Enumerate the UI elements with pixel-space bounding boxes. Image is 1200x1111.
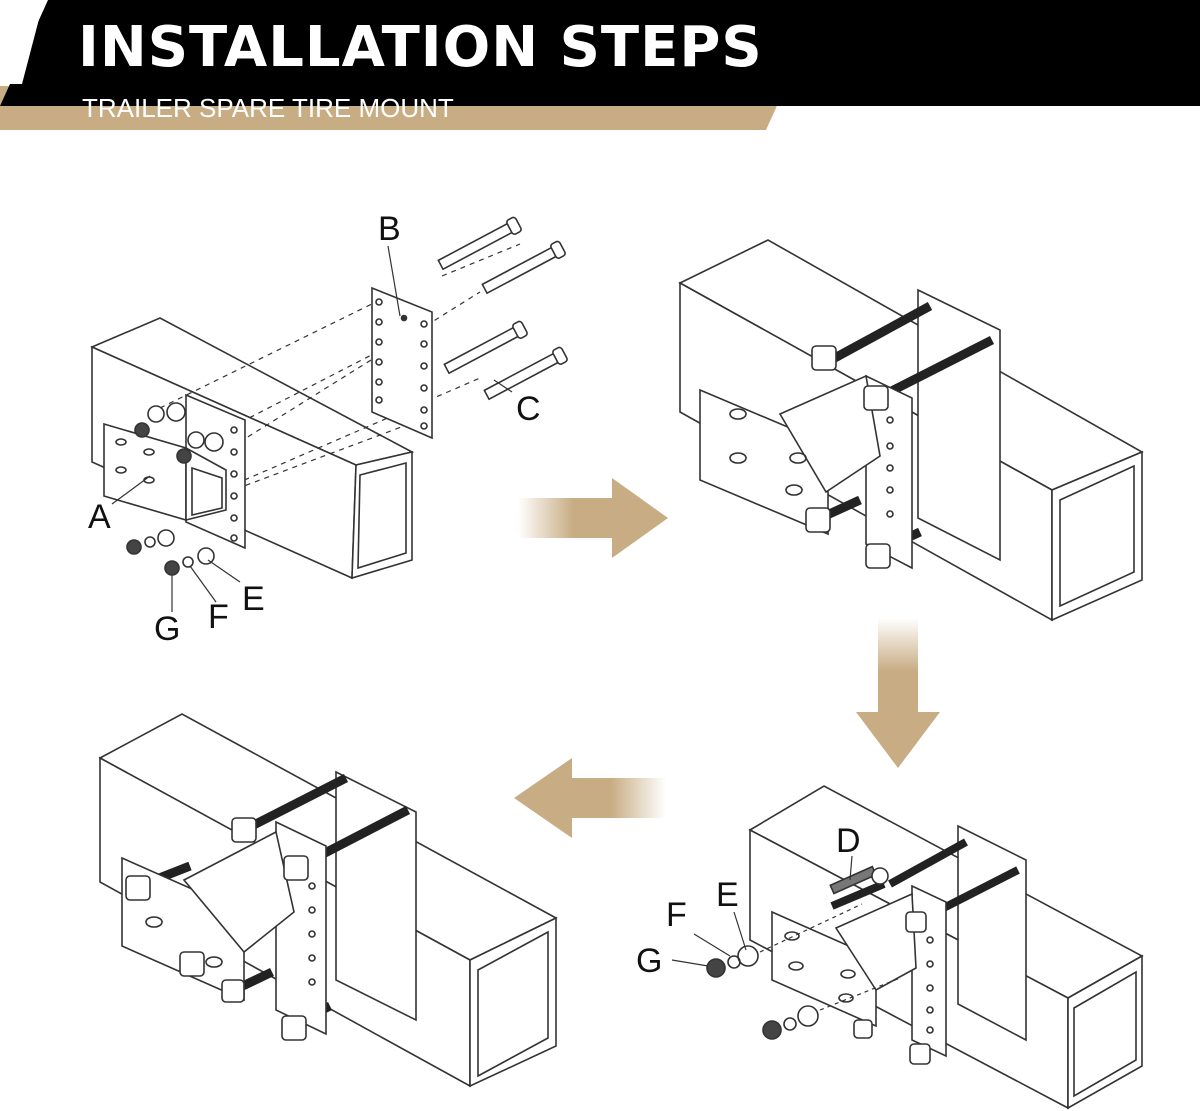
- arrow-left-icon: [514, 758, 666, 838]
- page-title: INSTALLATION STEPS: [78, 15, 763, 80]
- washers-top: [134, 402, 224, 464]
- nuts: [853, 911, 931, 1065]
- step-3-label-f: F: [666, 896, 687, 934]
- bolt-d: [829, 865, 889, 895]
- fasteners-bottom: [126, 529, 215, 576]
- step-3-label-g: G: [636, 942, 662, 980]
- leader-lines: [671, 855, 853, 967]
- step-1-label-b: B: [378, 210, 401, 248]
- fasteners-loose: [706, 945, 819, 1040]
- step-1-label-a: A: [88, 498, 111, 536]
- step-1-label-f: F: [208, 598, 229, 636]
- step-3-label-e: E: [716, 876, 739, 914]
- bracket-a: [121, 820, 327, 1036]
- nuts: [805, 345, 891, 569]
- arrow-down-icon: [856, 618, 940, 768]
- step-1-figure: [90, 216, 568, 612]
- step-3-figure: [671, 785, 1144, 1110]
- plate-b: [371, 286, 433, 440]
- step-1-label-e: E: [242, 580, 265, 618]
- step-3-label-d: D: [836, 822, 861, 860]
- banner-corner: [0, 0, 16, 60]
- banner-stripe: [0, 0, 44, 84]
- back-plate: [957, 824, 1027, 1042]
- header-banner: [0, 0, 1200, 130]
- bracket-a: [699, 374, 913, 570]
- bracket-a: [103, 393, 246, 550]
- bolts-c: [437, 216, 568, 401]
- step-1-label-c: C: [516, 390, 541, 428]
- step-2-figure: [678, 239, 1144, 622]
- page-subtitle: TRAILER SPARE TIRE MOUNT: [82, 93, 454, 123]
- back-plate: [917, 288, 1001, 562]
- banner-black-bar: [0, 0, 1200, 106]
- step-4-figure: [98, 713, 558, 1088]
- dashed-guide-lines: [759, 903, 901, 1011]
- nuts: [125, 817, 309, 1041]
- leader-lines: [111, 245, 513, 612]
- step-1-label-g: G: [154, 610, 180, 648]
- arrow-right-icon: [518, 478, 668, 558]
